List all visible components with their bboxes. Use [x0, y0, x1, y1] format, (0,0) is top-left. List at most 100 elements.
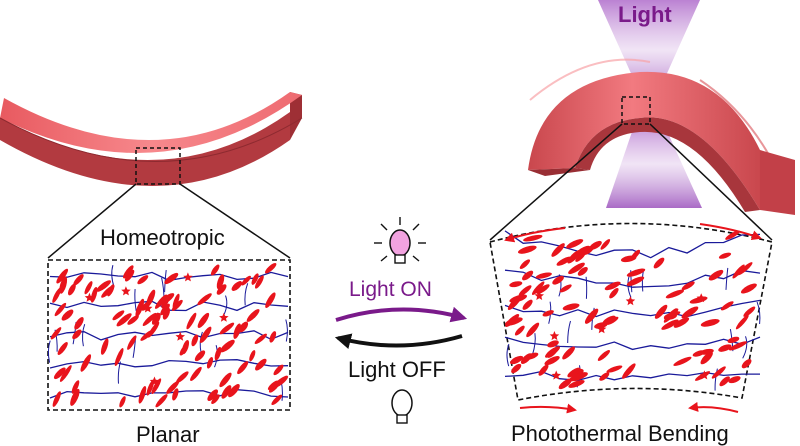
mesogen [52, 287, 62, 303]
crosslinker-star [551, 370, 561, 380]
expansion-arrow-left [504, 227, 566, 243]
mesogen [597, 350, 610, 361]
mesogen [725, 230, 740, 240]
mesogen [626, 276, 645, 287]
mesogen [665, 289, 685, 299]
polymer-crosslink [742, 336, 748, 359]
mesogen [162, 307, 171, 320]
crosslinker-star [596, 324, 607, 334]
mesogen [584, 308, 599, 324]
mesogen [59, 365, 72, 382]
mesogen [727, 336, 740, 344]
crosslinker-star [696, 293, 706, 303]
mesogen [249, 350, 256, 362]
mesogen [71, 380, 80, 394]
mesogen [711, 366, 726, 379]
mesogen [220, 339, 235, 353]
mesogen [510, 355, 524, 365]
mesogen [606, 365, 623, 373]
mesogen [547, 340, 559, 348]
mesogen [219, 372, 232, 388]
expansion-arrow-right [699, 223, 762, 240]
mesogen [228, 384, 240, 398]
mesogen [56, 268, 69, 284]
mesogen [273, 375, 289, 388]
mesogen [96, 280, 111, 292]
polymer-crosslink [567, 320, 571, 344]
mesogen [522, 270, 534, 281]
mesogen [216, 274, 225, 290]
mesogen [718, 344, 732, 352]
light-beam [598, 0, 702, 208]
planar-strip [0, 92, 303, 186]
mesogen [151, 312, 160, 325]
mesogen [70, 388, 80, 406]
mesogen [728, 341, 747, 351]
mesogen [52, 391, 61, 407]
mesogen [211, 394, 220, 405]
crosslinker-star [84, 292, 95, 302]
light-off-label: Light OFF [348, 357, 446, 382]
mesogen [254, 333, 267, 344]
polymer-crosslink [714, 368, 718, 391]
mesogen [221, 385, 232, 399]
mesogen [509, 281, 523, 288]
mesogen [123, 265, 134, 279]
mesogen [653, 257, 665, 269]
zoom-line-right-a [489, 123, 623, 241]
mesogen [80, 354, 92, 372]
mesogen [562, 303, 580, 311]
mesogen [700, 319, 720, 327]
mesogen [743, 306, 756, 317]
mesogen [127, 335, 137, 350]
mesogen [151, 378, 162, 395]
mesogen [114, 348, 124, 366]
mesogen [562, 346, 575, 360]
mesogen [577, 266, 588, 276]
mesogen [191, 334, 199, 347]
mesogen [246, 309, 260, 322]
mesogen [542, 310, 554, 317]
mesogen [626, 268, 646, 277]
mesogen [517, 245, 537, 254]
mesogen [559, 284, 572, 293]
mesogen [90, 286, 98, 303]
mesogen [728, 376, 741, 384]
mesogen [551, 243, 565, 257]
mesogen [255, 275, 264, 289]
polymer-crosslink [756, 301, 761, 325]
mesogens-left [50, 262, 289, 408]
mesogen [74, 317, 84, 330]
light-off-arrow [334, 333, 463, 349]
polymer-chain [49, 330, 289, 341]
mesogen [522, 299, 533, 310]
mesogen [155, 394, 168, 408]
mesogen [241, 275, 251, 286]
mesogen [179, 344, 188, 356]
mesogen [547, 349, 558, 358]
mesogen [140, 329, 154, 341]
mesogen [509, 294, 528, 303]
mesogen [692, 350, 706, 357]
bent-microstructure [489, 222, 773, 401]
mesogen [566, 239, 584, 249]
mesogen [661, 319, 679, 330]
mesogen [216, 284, 227, 295]
crosslinker-star [699, 370, 710, 380]
mesogen [681, 281, 695, 291]
mesogen [142, 312, 157, 326]
mesogen [664, 311, 681, 319]
mesogen [61, 309, 74, 321]
mesogen [732, 264, 745, 279]
mesogen [536, 284, 550, 294]
mesogen [137, 275, 149, 285]
planar-microstructure [47, 259, 291, 411]
crosslinker-star [534, 290, 544, 300]
mesogen [574, 245, 590, 257]
mesogen [72, 329, 82, 340]
crosslinker-star [149, 376, 160, 386]
mesogen [535, 272, 552, 279]
mesogen [737, 262, 753, 276]
mesogen [609, 287, 619, 299]
